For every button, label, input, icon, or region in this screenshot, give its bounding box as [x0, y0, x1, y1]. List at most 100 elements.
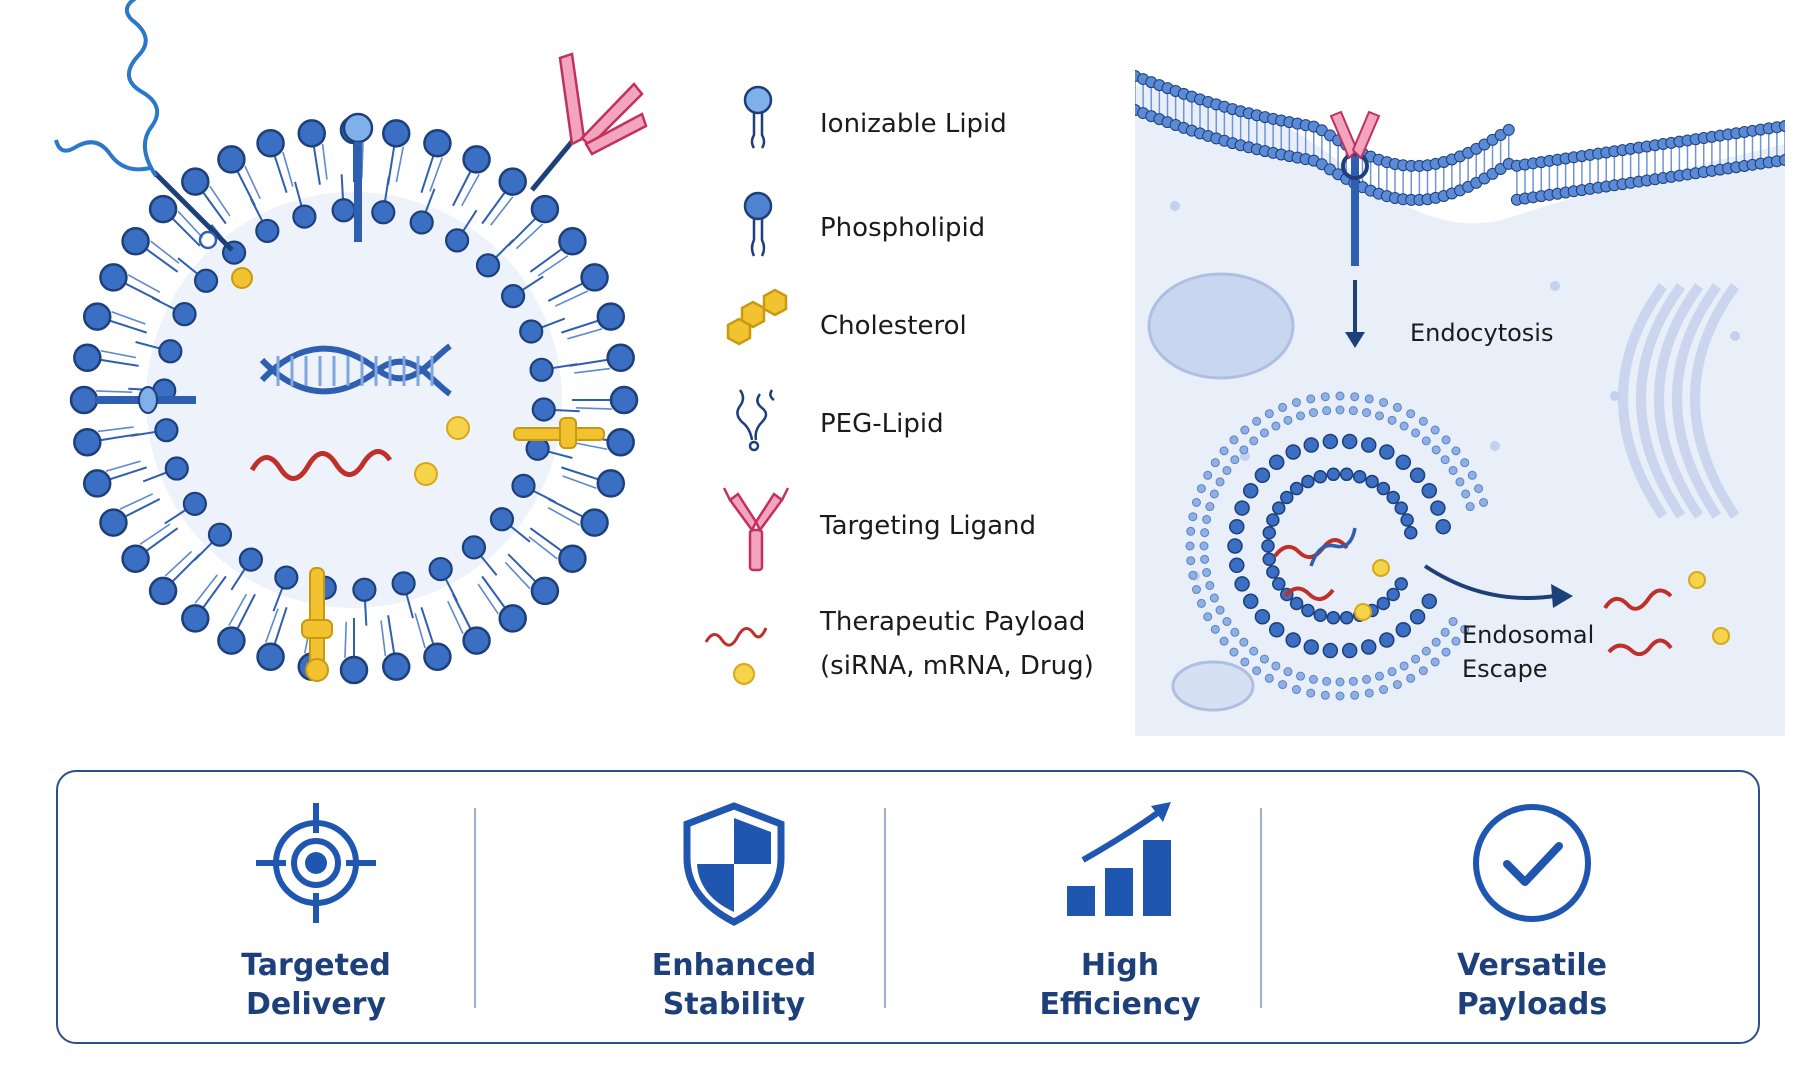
- lipid-tail: [547, 281, 585, 302]
- endosomal-escape-label-line1: Endosomal: [1462, 621, 1595, 649]
- legend-payload-line1: Therapeutic Payload: [820, 607, 1086, 637]
- endosome-membrane: [1249, 646, 1259, 656]
- lnp-head: [1421, 482, 1438, 499]
- ionizable-lipid-head: [138, 386, 158, 414]
- lipid-tail: [477, 583, 499, 615]
- lipid-tail: [272, 584, 285, 612]
- lipid-tail: [567, 328, 603, 340]
- lipid-tail: [170, 216, 201, 247]
- drug-molecule: [446, 416, 470, 440]
- endosome-membrane: [1205, 502, 1215, 512]
- endosome-membrane: [1421, 436, 1431, 446]
- mitochondrion: [1171, 660, 1255, 712]
- endosome-membrane: [1387, 667, 1397, 677]
- endosome-membrane: [1264, 409, 1274, 419]
- endosome-membrane: [1219, 446, 1229, 456]
- lnp-head: [1303, 437, 1320, 453]
- lipid-tail: [481, 575, 507, 610]
- lipid-tail: [574, 367, 611, 374]
- cellular-uptake-panel: [1135, 36, 1785, 736]
- lipid-tail: [414, 613, 426, 649]
- lipid-tail: [515, 223, 544, 250]
- targeting-ligand-icon: [722, 487, 790, 572]
- phospholipid-head: [181, 604, 210, 633]
- endosome-membrane: [1291, 397, 1301, 407]
- lnp-head: [1365, 474, 1379, 489]
- endosome-membrane: [1291, 685, 1301, 695]
- lipid-tail: [164, 550, 193, 577]
- shield-icon: [683, 802, 785, 926]
- legend-phospholipid: Phospholipid: [820, 213, 986, 243]
- cytoplasm-dot: [1730, 331, 1740, 341]
- phospholipid-head: [531, 397, 556, 422]
- lnp-head: [1289, 596, 1304, 611]
- endosome-membrane: [1392, 680, 1402, 690]
- lipid-tail: [209, 185, 231, 217]
- peg-chain: [124, 0, 160, 178]
- phospholipid-head: [274, 565, 299, 590]
- lipid-tail: [177, 210, 204, 239]
- lnp-head: [1400, 513, 1414, 527]
- divider: [474, 808, 476, 1008]
- endosome-membrane: [1240, 425, 1250, 435]
- lnp-head: [1254, 467, 1271, 484]
- lnp-head: [1242, 593, 1259, 610]
- endosome-membrane: [1202, 514, 1212, 524]
- endosome-membrane: [1465, 502, 1475, 512]
- phospholipid-head: [255, 218, 280, 244]
- lipid-tail: [443, 575, 458, 602]
- endosome-membrane: [1431, 637, 1441, 647]
- lnp-head: [1303, 639, 1320, 655]
- rna-payload: [249, 449, 393, 481]
- endosome-membrane: [1196, 598, 1206, 608]
- lipid-tail: [135, 341, 163, 351]
- endosome-membrane: [1374, 411, 1384, 421]
- endosome-membrane: [1461, 489, 1471, 499]
- phospholipid-head: [596, 469, 626, 498]
- phospholipid-head: [181, 167, 210, 196]
- phospholipid-head: [331, 198, 356, 223]
- phospholipid-head: [158, 339, 183, 364]
- cholesterol-molecule: [231, 267, 253, 289]
- dna-strand: [1309, 527, 1357, 567]
- phospholipid-icon: [743, 191, 773, 257]
- lnp-head: [1266, 565, 1280, 579]
- endosome-membrane: [1186, 526, 1196, 536]
- escape-arrow: [1551, 584, 1573, 608]
- ionizable-lipid-icon: [743, 85, 773, 149]
- endosome-membrane: [1362, 674, 1372, 684]
- lnp-head: [1262, 552, 1276, 566]
- receptor: [1351, 156, 1359, 266]
- rna-payload: [1283, 586, 1335, 602]
- phospholipid-head: [498, 167, 527, 196]
- endosome-membrane: [1203, 470, 1213, 480]
- phospholipid-head: [461, 535, 487, 560]
- lipid-tail: [530, 488, 557, 504]
- endosome-membrane: [1188, 512, 1198, 522]
- phospholipid-head: [580, 508, 609, 537]
- lipid-tail: [244, 165, 261, 200]
- lipid-tail: [111, 310, 146, 325]
- lipid-tail: [481, 190, 507, 225]
- lnp-head: [1409, 467, 1426, 484]
- endosome-membrane: [1467, 470, 1477, 480]
- lipid-tail: [194, 574, 218, 604]
- phospholipid-head: [609, 385, 639, 415]
- phospholipid-head: [462, 145, 491, 174]
- peg-lipid-anchor: [152, 170, 234, 252]
- lipid-tail: [452, 169, 473, 207]
- lnp-head: [1313, 469, 1328, 484]
- lipid-tail: [344, 621, 348, 658]
- lipid-tail: [144, 527, 179, 553]
- phospholipid-head: [475, 253, 501, 278]
- lnp-head: [1376, 596, 1391, 611]
- lnp-head: [1360, 639, 1377, 655]
- endosome-membrane: [1296, 411, 1306, 421]
- golgi-apparatus: [1690, 283, 1740, 519]
- phospholipid-head: [217, 626, 246, 655]
- lnp-head: [1234, 576, 1250, 592]
- lnp-head: [1268, 454, 1285, 470]
- phospholipid-head: [238, 547, 263, 572]
